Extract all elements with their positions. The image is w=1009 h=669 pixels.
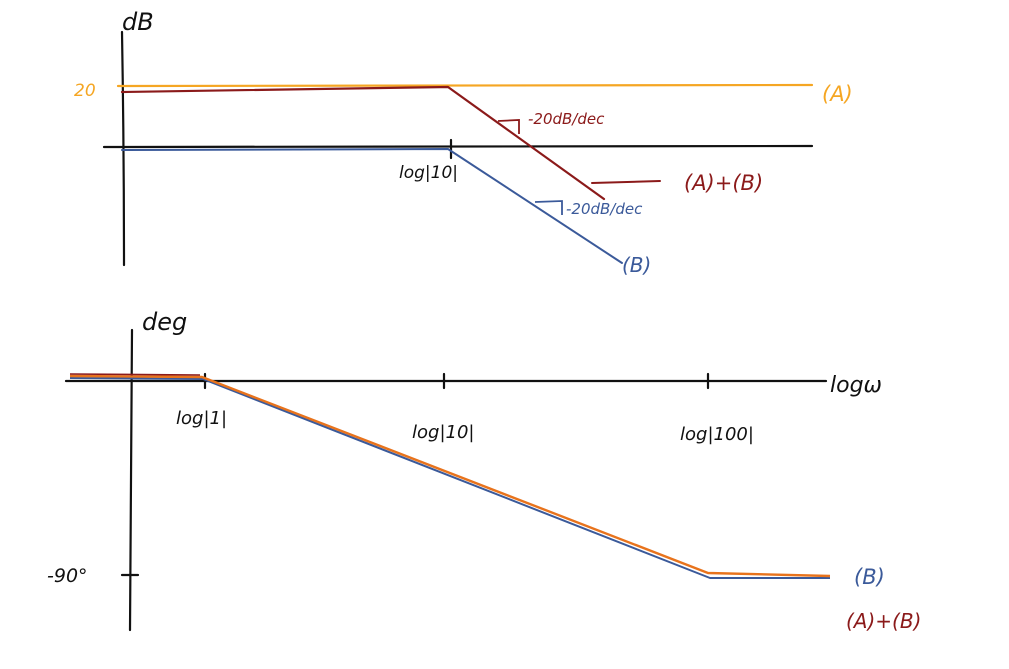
phase-curve-b-line [69,377,830,579]
phase-plot: deg logω -90° log|1| log|10| log|100| (B… [47,308,921,633]
magnitude-x-tick-label: log|10| [399,163,458,183]
phase-x-axis-label: logω [830,373,882,398]
magnitude-y-tick-label: 20 [74,81,96,101]
phase-y-tick-label: -90° [47,565,88,587]
curve-sum-line [120,85,606,201]
magnitude-x-axis [102,144,814,149]
phase-y-axis-label: deg [142,308,187,336]
phase-x-tick-label-100: log|100| [680,424,754,445]
curve-sum-label: (A)+(B) [684,171,763,195]
phase-curve-sum-label: (A)+(B) [846,609,921,633]
curve-sum-leader [591,180,661,184]
curve-a-label: (A) [822,82,853,106]
slope-marker-b [534,200,563,215]
curve-a-line [116,83,814,88]
slope-label-b: -20dB/dec [566,200,643,218]
phase-x-tick-label-10: log|10| [412,422,474,443]
curve-b-line [121,148,623,264]
phase-x-tick-label-1: log|1| [176,408,227,429]
phase-curve-sum-line [69,374,831,578]
slope-label-sum: -20dB/dec [528,110,605,128]
magnitude-y-axis [120,30,126,267]
phase-curve-sum-start [69,373,201,376]
phase-curve-b-label: (B) [854,565,885,589]
magnitude-plot: dB 20 log|10| (A) (A)+(B) (B) -20dB/dec … [74,8,853,277]
slope-marker-sum [497,119,520,134]
magnitude-y-axis-label: dB [122,8,154,36]
phase-y-axis [128,328,134,632]
curve-b-label: (B) [622,253,651,277]
